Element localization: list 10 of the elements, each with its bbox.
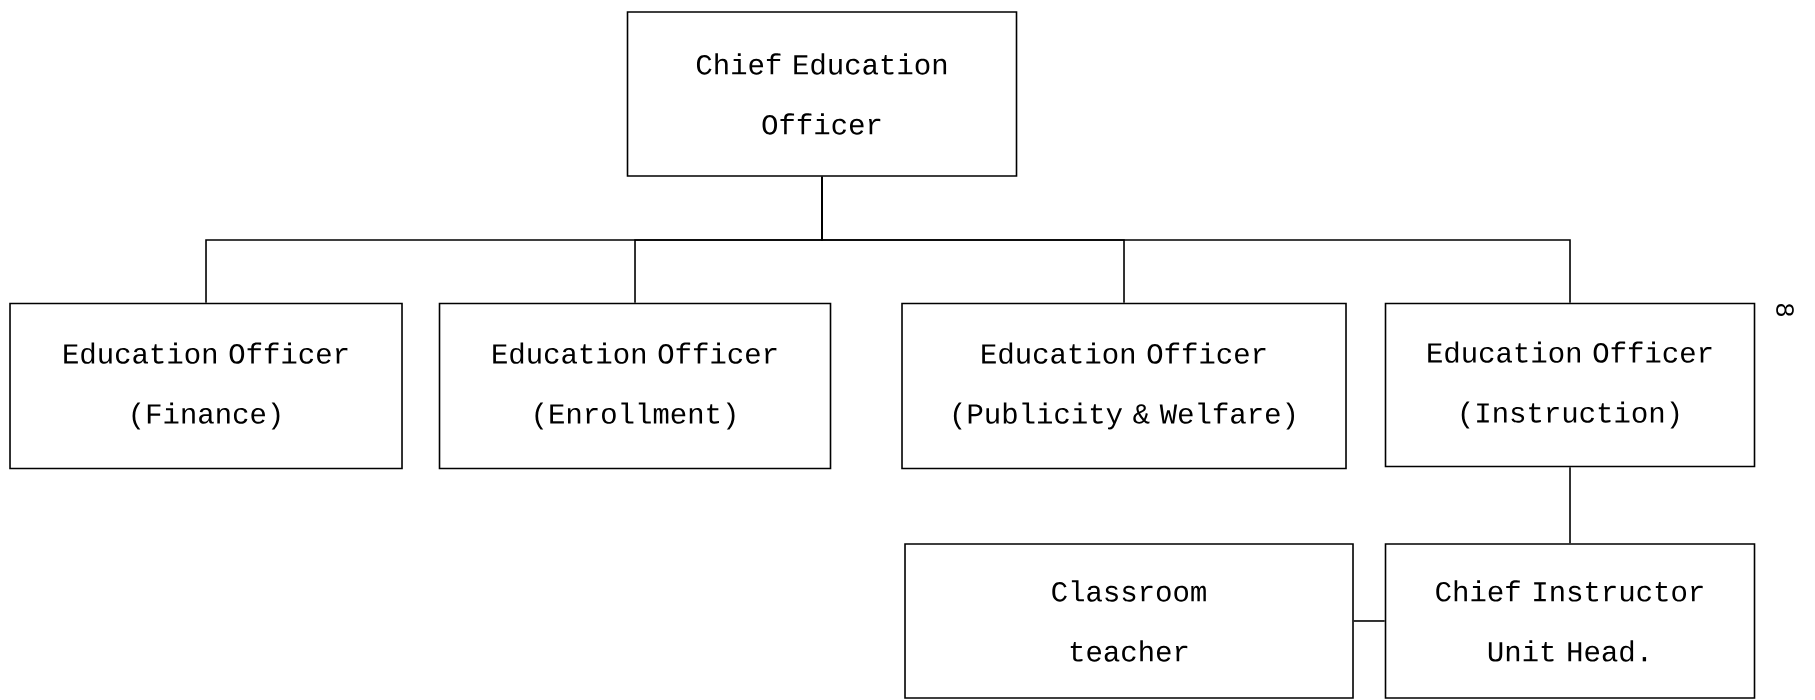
org-box: Education Officer (Enrollment) — [438, 302, 832, 470]
org-box: Education Officer (Publicity & Welfare) — [901, 302, 1347, 470]
org-box: Chief Instructor Unit Head. — [1384, 543, 1756, 699]
org-box: Education Officer (Instruction) — [1384, 302, 1756, 468]
org-box: Chief Education Officer — [626, 11, 1018, 177]
connector-line — [1569, 466, 1571, 544]
org-box: Classroom teacher — [904, 543, 1354, 699]
connector-line — [821, 176, 1571, 304]
connector-line — [1353, 620, 1386, 622]
org-box: Education Officer (Finance) — [9, 302, 403, 470]
